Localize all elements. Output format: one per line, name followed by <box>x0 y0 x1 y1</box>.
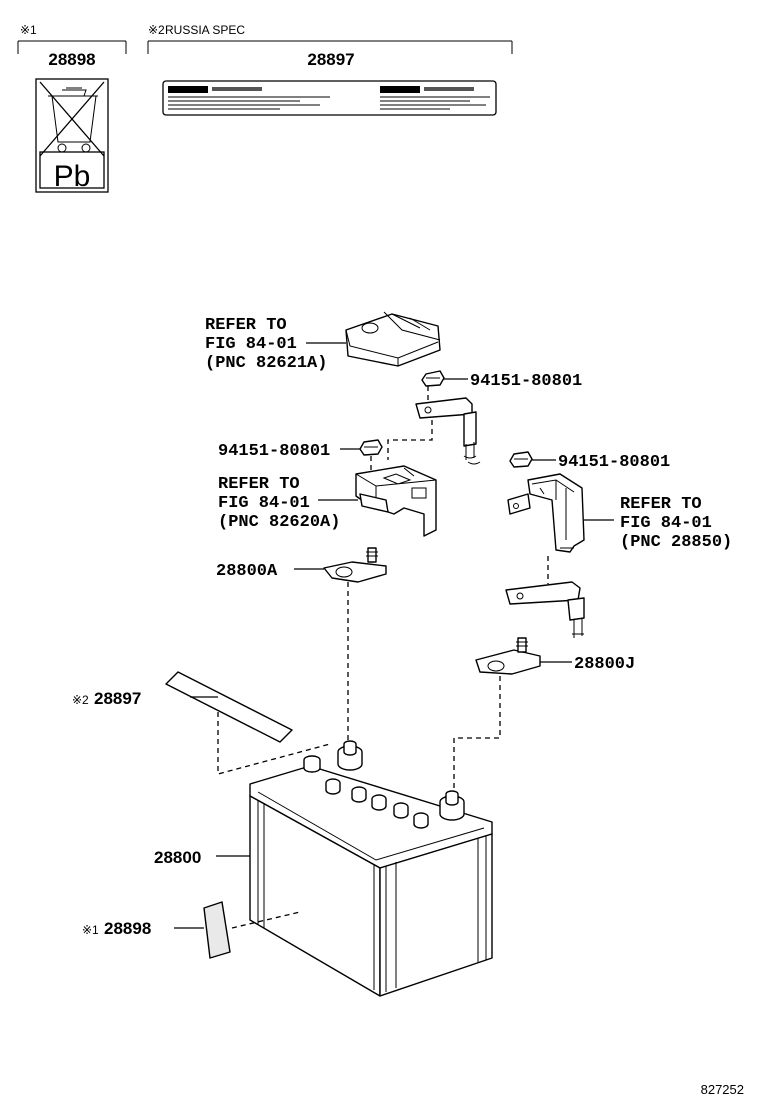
label-28897-part-number: 28897 <box>94 689 141 708</box>
note1-bracket <box>17 40 127 54</box>
terminal-j-label: 28800J <box>574 655 635 674</box>
dash-terminal-j <box>453 676 501 790</box>
terminal-a-label: 28800A <box>216 562 278 581</box>
refer-82621a-line2: FIG 84-01 <box>205 335 297 354</box>
nut-right: 94151-80801 <box>509 451 670 472</box>
nut-top: 94151-80801 <box>421 370 582 391</box>
note2-caption: RUSSIA SPEC <box>165 23 245 37</box>
label-28897-mark: ※2 <box>72 693 89 707</box>
lead-pb-symbol: Pb <box>54 160 91 193</box>
refer-82620a-callout: REFER TO FIG 84-01 (PNC 82620A) <box>218 475 358 532</box>
label-tag-28898: ※1 28898 <box>82 901 301 959</box>
note2-bracket <box>147 40 513 54</box>
terminal-28800j: 28800J <box>453 637 635 790</box>
refer-82620a-line1: REFER TO <box>218 475 300 494</box>
label-strip-28897: ※2 28897 <box>72 671 331 775</box>
refer-82621a-line3: (PNC 82621A) <box>205 354 327 373</box>
refer-28850-line3: (PNC 28850) <box>620 533 732 552</box>
refer-82620a-line2: FIG 84-01 <box>218 494 310 513</box>
relay-block-82620a <box>355 465 437 537</box>
dash-bracket-to-block <box>387 420 433 460</box>
note2-part-number: 28897 <box>307 50 354 69</box>
dash-tag-to-battery <box>231 911 301 929</box>
nut-right-label: 94151-80801 <box>558 453 670 472</box>
battery-caps <box>303 755 429 829</box>
terminal-28800a: 28800A <box>216 547 387 742</box>
battery-28800: 28800 <box>154 740 493 997</box>
refer-82620a-line3: (PNC 82620A) <box>218 513 340 532</box>
refer-82621a-callout: REFER TO FIG 84-01 (PNC 82621A) <box>205 316 346 373</box>
battery-label: 28800 <box>154 848 201 867</box>
fuse-holder-28850 <box>507 473 585 553</box>
note1-part-number: 28898 <box>48 50 95 69</box>
bracket-right <box>505 556 585 638</box>
nut-left: 94151-80801 <box>218 439 383 470</box>
battery-terminal-posts <box>337 740 465 821</box>
dash-strip-to-battery <box>217 712 331 775</box>
label-28898-mark: ※1 <box>82 923 99 937</box>
warning-label-strip <box>162 80 497 116</box>
nut-top-label: 94151-80801 <box>470 372 582 391</box>
bracket-top <box>387 386 481 465</box>
crossed-bin-icon <box>35 78 109 193</box>
note2-group: ※2 RUSSIA SPEC 28897 <box>147 23 513 116</box>
note1-group: ※1 28898 Pb <box>17 23 127 193</box>
refer-82621a-line1: REFER TO <box>205 316 287 335</box>
figure-number: 827252 <box>701 1082 744 1097</box>
note2-mark: ※2 <box>148 23 165 37</box>
refer-28850-line2: FIG 84-01 <box>620 514 712 533</box>
note1-mark: ※1 <box>20 23 37 37</box>
nut-left-label: 94151-80801 <box>218 442 330 461</box>
relay-cover-82621a <box>345 311 441 367</box>
label-28898-part-number: 28898 <box>104 919 151 938</box>
refer-28850-line1: REFER TO <box>620 495 702 514</box>
refer-28850-callout: REFER TO FIG 84-01 (PNC 28850) <box>584 495 732 552</box>
